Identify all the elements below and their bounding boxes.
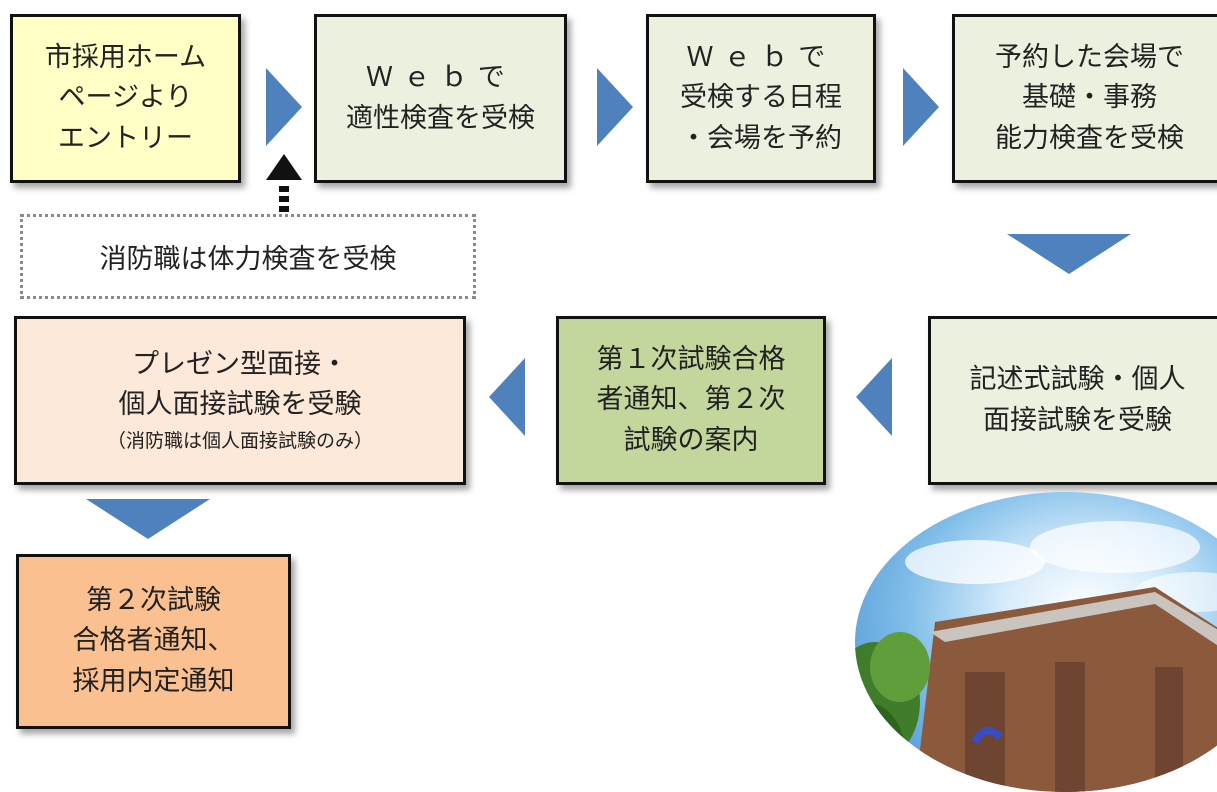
- step-entry-line-3: エントリー: [57, 122, 193, 154]
- arrow-left-1: [489, 358, 525, 436]
- arrow-right-2: [597, 68, 633, 146]
- step-aptitude: Ｗｅｂで 適性検査を受検: [314, 14, 567, 183]
- step-reserve: Ｗｅｂで 受検する日程 ・会場を予約: [646, 14, 876, 183]
- step-written-line-2: 面接試験を受験: [983, 404, 1172, 436]
- step-presentation-line-1: プレゼン型面接・: [131, 348, 348, 380]
- step-reserve-line-2: 受検する日程: [680, 82, 842, 114]
- dotted-arrow-up: [266, 154, 302, 212]
- arrow-left-2: [856, 358, 892, 436]
- step-basic-test-line-3: 能力検査を受検: [995, 122, 1184, 154]
- step-written-line-1: 記述式試験・個人: [969, 364, 1186, 395]
- city-hall-illustration: [855, 521, 1217, 792]
- step-aptitude-line-1: Ｗｅｂで: [365, 62, 516, 93]
- step-aptitude-line-2: 適性検査を受検: [346, 102, 535, 134]
- step-presentation-interview: プレゼン型面接・ 個人面接試験を受験 （消防職は個人面接試験のみ）: [14, 316, 466, 485]
- step-first-pass-line-1: 第１次試験合格: [596, 343, 786, 375]
- step-reserve-line-1: Ｗｅｂで: [686, 41, 836, 73]
- arrow-down-1: [1007, 234, 1131, 274]
- city-hall-photo: [855, 492, 1217, 792]
- step-presentation-note: （消防職は個人面接試験のみ）: [106, 429, 373, 452]
- step-entry-line-1: 市採用ホーム: [44, 41, 207, 73]
- arrow-down-2: [86, 499, 210, 539]
- step-basic-test: 予約した会場で 基礎・事務 能力検査を受検: [952, 14, 1217, 183]
- step-final-notice: 第２次試験 合格者通知、 採用内定通知: [16, 554, 291, 729]
- step-basic-test-line-2: 基礎・事務: [1022, 82, 1157, 114]
- step-final-line-1: 第２次試験: [86, 584, 221, 616]
- fire-dept-note-text: 消防職は体力検査を受検: [99, 244, 397, 275]
- arrow-right-1: [266, 68, 302, 146]
- arrow-right-3: [903, 68, 939, 146]
- step-first-pass-line-2: 者通知、第２次: [596, 384, 786, 416]
- step-presentation-line-2: 個人面接試験を受験: [118, 389, 362, 421]
- step-reserve-line-3: ・会場を予約: [680, 122, 842, 154]
- step-entry: 市採用ホーム ページより エントリー: [10, 14, 241, 183]
- step-basic-test-line-1: 予約した会場で: [995, 41, 1184, 73]
- fire-dept-note: 消防職は体力検査を受検: [20, 214, 476, 299]
- step-final-line-3: 採用内定通知: [72, 665, 235, 697]
- step-written-exam: 記述式試験・個人 面接試験を受験: [928, 316, 1217, 485]
- step-first-pass-notice: 第１次試験合格 者通知、第２次 試験の案内: [556, 316, 826, 485]
- step-final-line-2: 合格者通知、: [72, 625, 235, 657]
- step-entry-line-2: ページより: [58, 82, 193, 114]
- step-first-pass-line-3: 試験の案内: [623, 424, 759, 456]
